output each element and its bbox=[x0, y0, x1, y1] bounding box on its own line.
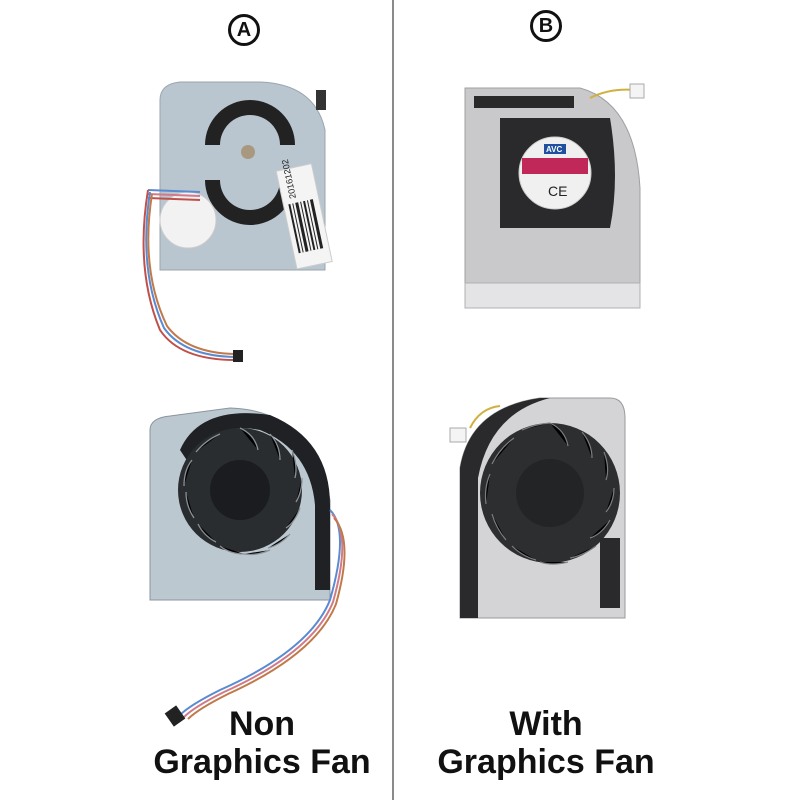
caption-b-line2: Graphics Fan bbox=[437, 743, 655, 781]
caption-a-line1: Non bbox=[228, 705, 296, 743]
caption-a-line2: Graphics Fan bbox=[153, 743, 371, 781]
caption-b: With Graphics Fan bbox=[396, 705, 696, 781]
fan-a-front-photo bbox=[140, 390, 360, 730]
caption-a: Non Graphics Fan bbox=[112, 705, 412, 781]
badge-b: B bbox=[530, 10, 562, 42]
avc-logo: AVC bbox=[546, 145, 563, 154]
badge-a-label: A bbox=[236, 18, 252, 41]
svg-text:CE: CE bbox=[548, 183, 567, 199]
divider-line bbox=[392, 0, 394, 800]
badge-a: A bbox=[228, 14, 260, 46]
fan-b-back-photo: AVC CE bbox=[460, 78, 650, 318]
caption-b-line1: With bbox=[509, 705, 583, 743]
fan-a-back-photo: 20161202 bbox=[140, 70, 350, 400]
badge-b-label: B bbox=[538, 14, 554, 37]
fan-b-front-photo bbox=[440, 388, 660, 628]
